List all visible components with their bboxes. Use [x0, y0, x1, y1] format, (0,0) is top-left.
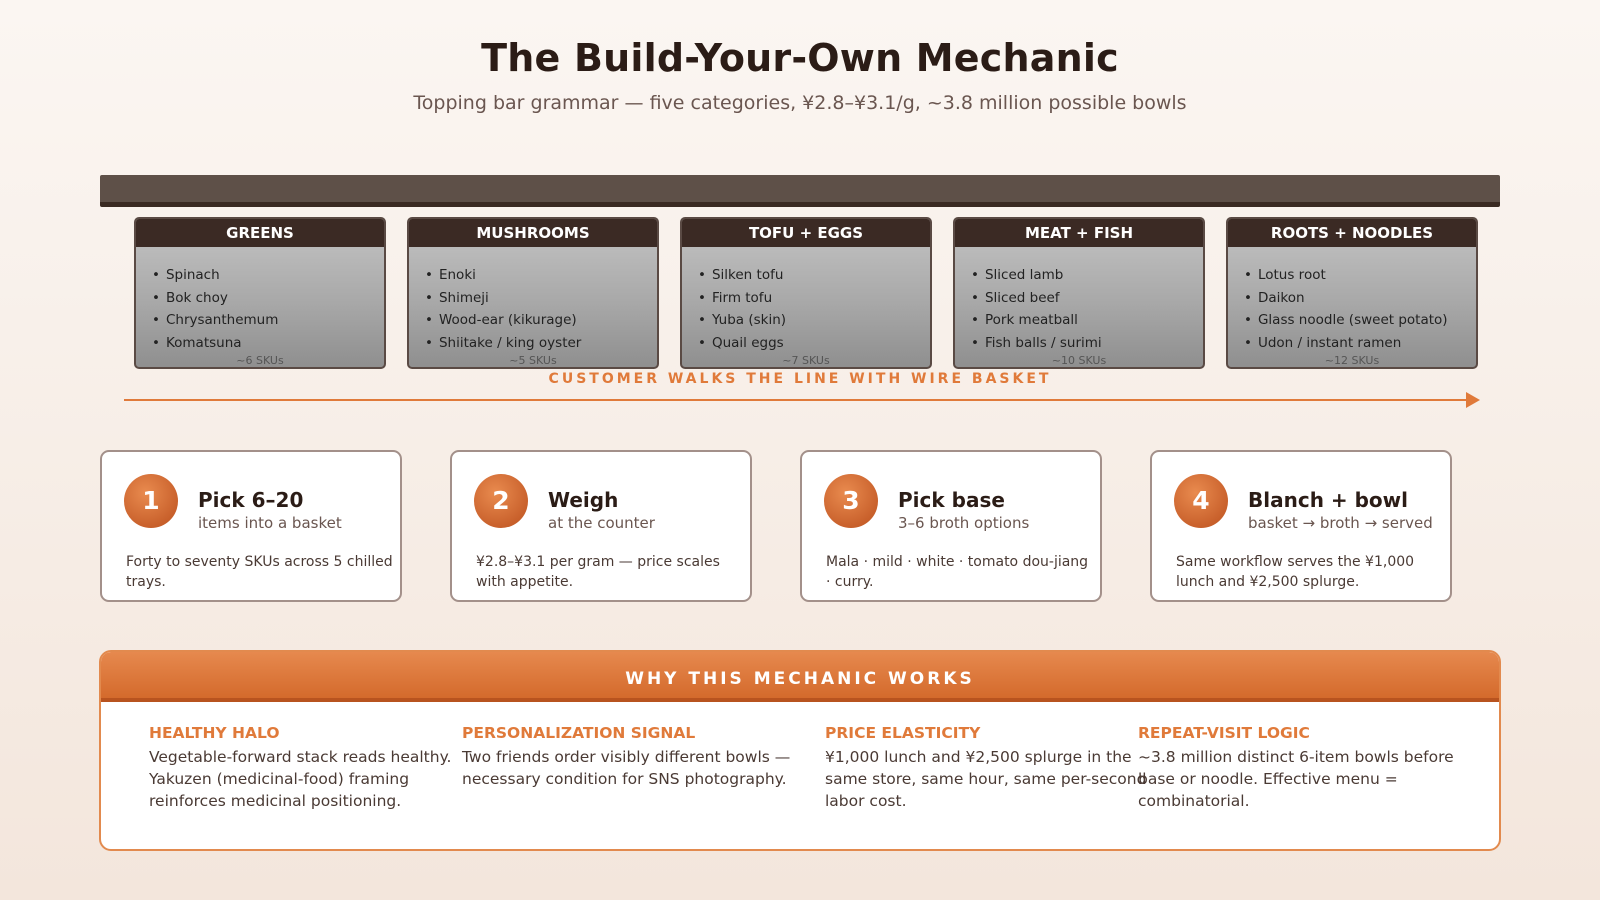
tray-row: GREENS Spinach Bok choy Chrysanthemum Ko…: [134, 217, 1480, 369]
walk-line-label: CUSTOMER WALKS THE LINE WITH WIRE BASKET: [548, 371, 1052, 387]
tray-sku-count: ~7 SKUs: [782, 354, 830, 367]
tray-item: Shimeji: [425, 287, 657, 310]
why-panel: WHY THIS MECHANIC WORKS HEALTHY HALO Veg…: [99, 650, 1501, 851]
why-item-text: Vegetable-forward stack reads healthy. Y…: [149, 748, 452, 810]
tray-sku-count: ~5 SKUs: [509, 354, 557, 367]
tray-item: Fish balls / surimi: [971, 332, 1203, 355]
tray-item: Lotus root: [1244, 264, 1476, 287]
tray-header: MEAT + FISH: [955, 219, 1203, 247]
why-panel-heading: WHY THIS MECHANIC WORKS: [101, 652, 1499, 702]
tray-item-list: Spinach Bok choy Chrysanthemum Komatsuna: [136, 247, 384, 354]
step-subtitle: at the counter: [548, 514, 655, 532]
step-card-pick: 1 Pick 6–20 items into a basket Forty to…: [100, 450, 402, 602]
tray-item-list: Silken tofu Firm tofu Yuba (skin) Quail …: [682, 247, 930, 354]
tray-header: GREENS: [136, 219, 384, 247]
tray-item: Komatsuna: [152, 332, 384, 355]
step-subtitle: 3–6 broth options: [898, 514, 1030, 532]
tray-sku-count: ~10 SKUs: [1051, 354, 1107, 367]
step-title: Pick 6–20: [198, 488, 304, 512]
tray-header: TOFU + EGGS: [682, 219, 930, 247]
tray-item-list: Sliced lamb Sliced beef Pork meatball Fi…: [955, 247, 1203, 354]
tray-meat-fish: MEAT + FISH Sliced lamb Sliced beef Pork…: [953, 217, 1205, 369]
tray-item: Quail eggs: [698, 332, 930, 355]
tray-item: Glass noodle (sweet potato): [1244, 309, 1476, 332]
why-item-text: Two friends order visibly different bowl…: [462, 748, 791, 788]
tray-item: Sliced lamb: [971, 264, 1203, 287]
tray-item: Firm tofu: [698, 287, 930, 310]
tray-item: Shiitake / king oyster: [425, 332, 657, 355]
tray-item: Chrysanthemum: [152, 309, 384, 332]
why-item-healthy-halo: HEALTHY HALO Vegetable-forward stack rea…: [149, 724, 479, 812]
why-item-text: ~3.8 million distinct 6-item bowls befor…: [1138, 748, 1454, 810]
step-title: Pick base: [898, 488, 1005, 512]
step-subtitle: items into a basket: [198, 514, 342, 532]
page-title: The Build-Your-Own Mechanic: [481, 36, 1119, 80]
tray-roots-noodles: ROOTS + NOODLES Lotus root Daikon Glass …: [1226, 217, 1478, 369]
topping-bar-rail: [100, 175, 1500, 207]
tray-item-list: Enoki Shimeji Wood-ear (kikurage) Shiita…: [409, 247, 657, 354]
step-description: Forty to seventy SKUs across 5 chilled t…: [126, 554, 393, 590]
tray-header: ROOTS + NOODLES: [1228, 219, 1476, 247]
why-item-title: REPEAT-VISIT LOGIC: [1138, 724, 1310, 742]
tray-mushrooms: MUSHROOMS Enoki Shimeji Wood-ear (kikura…: [407, 217, 659, 369]
step-title: Blanch + bowl: [1248, 488, 1408, 512]
why-item-title: PERSONALIZATION SIGNAL: [462, 724, 696, 742]
tray-item: Bok choy: [152, 287, 384, 310]
step-row: 1 Pick 6–20 items into a basket Forty to…: [100, 450, 1456, 602]
tray-item: Enoki: [425, 264, 657, 287]
step-number-badge: 2: [474, 474, 528, 528]
page-subtitle: Topping bar grammar — five categories, ¥…: [413, 92, 1187, 114]
step-subtitle: basket → broth → served: [1248, 514, 1433, 532]
why-item-personalization: PERSONALIZATION SIGNAL Two friends order…: [462, 724, 792, 790]
tray-greens: GREENS Spinach Bok choy Chrysanthemum Ko…: [134, 217, 386, 369]
tray-item: Udon / instant ramen: [1244, 332, 1476, 355]
tray-item-list: Lotus root Daikon Glass noodle (sweet po…: [1228, 247, 1476, 354]
tray-sku-count: ~6 SKUs: [236, 354, 284, 367]
step-card-pick-base: 3 Pick base 3–6 broth options Mala · mil…: [800, 450, 1102, 602]
step-title: Weigh: [548, 488, 619, 512]
tray-item: Daikon: [1244, 287, 1476, 310]
tray-sku-count: ~12 SKUs: [1324, 354, 1380, 367]
step-description: Mala · mild · white · tomato dou-jiang ·…: [826, 554, 1089, 590]
tray-header: MUSHROOMS: [409, 219, 657, 247]
step-number-badge: 3: [824, 474, 878, 528]
why-item-title: PRICE ELASTICITY: [825, 724, 981, 742]
step-description: Same workflow serves the ¥1,000 lunch an…: [1176, 554, 1415, 590]
step-number-badge: 4: [1174, 474, 1228, 528]
why-item-text: ¥1,000 lunch and ¥2,500 splurge in the s…: [825, 748, 1147, 810]
tray-item: Spinach: [152, 264, 384, 287]
walk-line-arrow-icon: [124, 392, 1480, 408]
why-item-price-elasticity: PRICE ELASTICITY ¥1,000 lunch and ¥2,500…: [825, 724, 1155, 812]
tray-item: Wood-ear (kikurage): [425, 309, 657, 332]
tray-item: Pork meatball: [971, 309, 1203, 332]
step-number-badge: 1: [124, 474, 178, 528]
step-card-blanch-bowl: 4 Blanch + bowl basket → broth → served …: [1150, 450, 1452, 602]
tray-item: Sliced beef: [971, 287, 1203, 310]
step-description: ¥2.8–¥3.1 per gram — price scales with a…: [476, 554, 720, 590]
why-item-title: HEALTHY HALO: [149, 724, 280, 742]
why-item-repeat-visit: REPEAT-VISIT LOGIC ~3.8 million distinct…: [1138, 724, 1468, 812]
tray-tofu-eggs: TOFU + EGGS Silken tofu Firm tofu Yuba (…: [680, 217, 932, 369]
step-card-weigh: 2 Weigh at the counter ¥2.8–¥3.1 per gra…: [450, 450, 752, 602]
tray-item: Silken tofu: [698, 264, 930, 287]
tray-item: Yuba (skin): [698, 309, 930, 332]
